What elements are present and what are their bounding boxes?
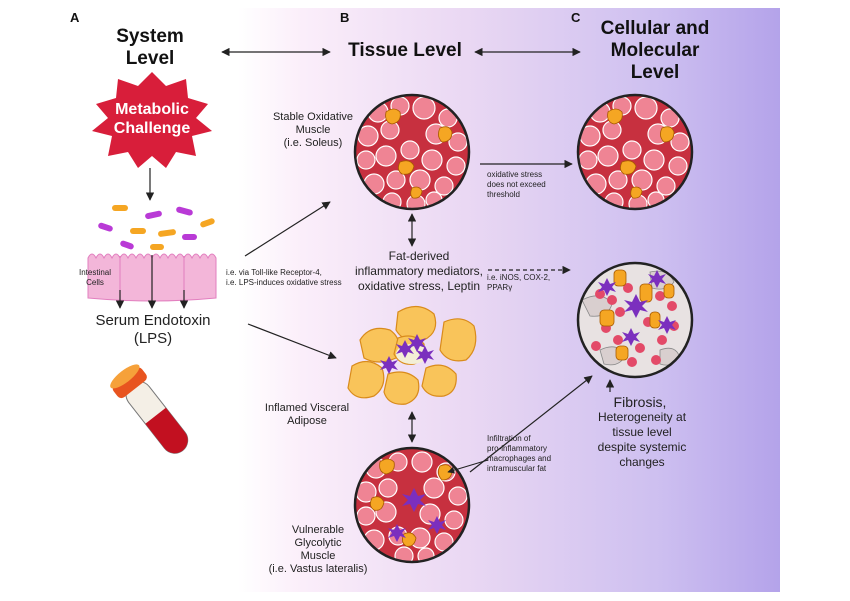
inflamed-adipose-label: Inflamed Visceral Adipose [264,402,350,427]
blood-tube-icon [110,364,189,454]
metabolic-badge-shape [92,72,212,168]
fat-mediators-label: Fat-derived inflammatory mediators, oxid… [354,249,484,293]
arrow-infiltration-pointer [447,459,489,474]
serum-endotoxin-label: Serum Endotoxin (LPS) [95,312,211,347]
panel-label-c: C [571,10,581,25]
heading-tissue-level: Tissue Level [348,40,462,61]
panel-label-a: A [70,10,80,25]
soleus-muscle-icon [353,93,471,211]
panel-label-b: B [340,10,350,25]
infiltration-note: Infiltration of pro-inflammatory macroph… [487,434,552,473]
intestinal-cells-label: Intestinal Cells [78,268,112,287]
cellular-stable-muscle-icon [576,93,694,211]
glycolytic-muscle-icon [353,446,471,564]
oxidative-stress-note: oxidative stress does not exceed thresho… [487,170,546,199]
arrow-endotoxin-adipose [247,323,337,360]
arrow-endotoxin-soleus [244,201,331,257]
heterogeneity-label: Heterogeneity at tissue level despite sy… [597,410,687,469]
background-gradient [238,8,780,592]
stable-oxidative-muscle-label: Stable Oxidative Muscle (i.e. Soleus) [272,111,354,149]
heading-system-level: System Level [116,26,184,69]
inos-note: i.e. iNOS, COX-2, PPARγ [487,273,551,292]
arrow-glycolytic-cellular [469,375,593,473]
fibrosis-label: Fibrosis, [613,394,667,410]
heading-cellular-level: Cellular and Molecular Level [600,18,710,83]
adipose-icon [347,305,477,405]
metabolic-challenge-label: Metabolic Challenge [113,101,191,137]
vulnerable-glycolytic-muscle-label: Vulnerable Glycolytic Muscle (i.e. Vastu… [268,524,368,575]
bacteria-icon [98,205,215,250]
toll-receptor-note: i.e. via Toll-like Receptor-4, i.e. LPS-… [226,268,342,287]
cellular-inflamed-muscle-icon [576,261,694,379]
